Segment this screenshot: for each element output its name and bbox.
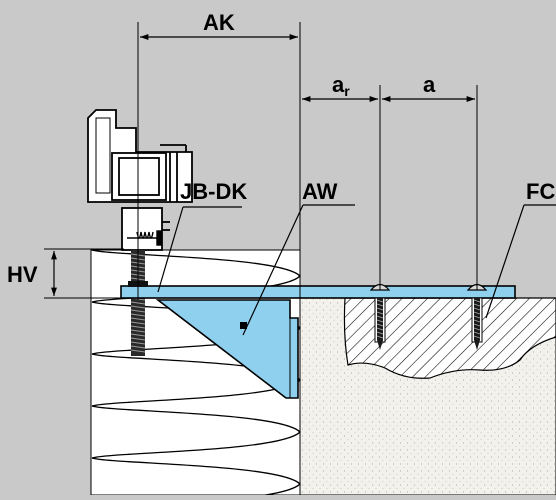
rod-thread (130, 301, 146, 305)
rod-thread (130, 317, 146, 321)
aw-label: AW (302, 179, 338, 204)
fc-leader-line (485, 204, 525, 319)
insulation-wave (91, 405, 301, 459)
aw-leader-dot (240, 322, 247, 329)
ar-label: ar (332, 72, 350, 99)
rod-thread (130, 341, 146, 345)
rod-thread (130, 345, 146, 349)
a-label: a (423, 72, 436, 97)
hv-label: HV (7, 262, 38, 287)
insulation-wave (91, 457, 301, 500)
window-frame-profile (87, 109, 193, 251)
ak-label: AK (203, 10, 235, 35)
fc-label: FC (526, 179, 555, 204)
ar-label-main: a (332, 72, 345, 97)
jbdk-leader-line (157, 206, 184, 293)
rod-thread (130, 333, 146, 337)
rod-thread (130, 313, 146, 317)
rod-thread (130, 321, 146, 325)
insulation-wave (91, 353, 301, 407)
bracket-plate (120, 285, 516, 299)
rod-thread (130, 329, 146, 333)
frame-screw-icon (127, 230, 162, 246)
rod-thread (130, 325, 146, 329)
aw-leader-line (242, 204, 304, 336)
rod-thread (130, 305, 146, 309)
rod-thread (130, 309, 146, 313)
fastener-screw-2 (466, 283, 488, 350)
rod-thread (130, 349, 146, 353)
bracket-support (155, 299, 299, 399)
hatched-block (343, 297, 556, 379)
ar-label-sub: r (344, 83, 350, 99)
rod-thread (130, 337, 146, 341)
jbdk-label: JB-DK (180, 179, 247, 204)
